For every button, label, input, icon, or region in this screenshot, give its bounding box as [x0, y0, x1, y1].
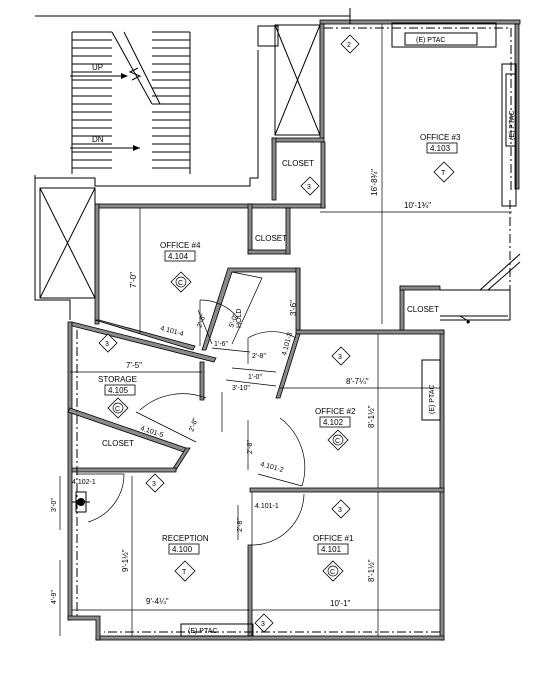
dim-o3-height: 16'-8¾" [370, 169, 379, 196]
dim-2-8e: 2'-8" [237, 518, 244, 532]
svg-text:C: C [178, 280, 183, 287]
tag-diamond-reception: T [174, 560, 196, 582]
tag-diamond-o2-3: 3 [331, 346, 351, 366]
dim-o3-width: 10'-1¾" [404, 201, 431, 210]
office1-number: 4.101 [321, 545, 342, 554]
dim-1-6: 1'-6" [214, 341, 228, 348]
ptac-units: (E) PTAC (E) PTAC (E) PTAC (E) PTAC [180, 22, 517, 637]
dim-1-0: 1'-0" [248, 374, 262, 381]
door-4101-1: 4.101-1 [255, 503, 279, 510]
tag-diamond-top: 2 [340, 34, 360, 54]
dim-3-0: 3'-0" [51, 498, 58, 512]
svg-text:2: 2 [347, 42, 351, 49]
dim-o2-height: 8'-1½" [367, 405, 376, 428]
office1-name: OFFICE #1 [313, 534, 354, 543]
room-labels: OFFICE #3 4.103 OFFICE #4 4.104 STORAGE … [98, 133, 461, 555]
dim-3-10: 3'-10" [232, 385, 250, 392]
ptac-right-mid-label: (E) PTAC [429, 385, 436, 414]
closet-top-label: CLOSET [282, 159, 314, 168]
right-misc [440, 253, 521, 324]
tag-circle-o1: C [322, 560, 344, 582]
dim-2-8d: 2'-8" [247, 440, 254, 454]
svg-text:3: 3 [307, 184, 311, 191]
dim-o2-width: 8'-7¼" [346, 377, 369, 386]
tag-diamond-closet-left: 3 [145, 473, 165, 493]
svg-text:C: C [330, 569, 335, 576]
office4-name: OFFICE #4 [160, 241, 201, 250]
tag-diamond-bottom: 3 [254, 613, 274, 633]
ptac-right-top-label: (E) PTAC [509, 111, 516, 140]
dim-4-9: 4'-9" [51, 590, 58, 604]
doors [76, 299, 306, 546]
stair-up-label: UP [92, 63, 103, 72]
svg-text:3: 3 [105, 341, 109, 348]
ptac-bottom-label: (E) PTAC [188, 628, 217, 635]
dim-o1-height: 8'-1½" [367, 559, 376, 582]
reception-number: 4.100 [172, 545, 193, 554]
svg-text:3: 3 [338, 507, 342, 514]
reception-name: RECEPTION [162, 534, 209, 543]
dimension-text: 16'-8¾" 10'-1¾" 7'-0" 3'-6" 5'-0" 2'-8" … [51, 169, 431, 608]
tag-diamond-o3: T [433, 161, 455, 183]
closet-left-label: CLOSET [102, 439, 134, 448]
door-4101-4: 4.101-4 [159, 325, 184, 338]
office2-name: OFFICE #2 [315, 407, 356, 416]
dim-reception-height: 9'-1½" [121, 549, 130, 572]
svg-text:T: T [441, 170, 446, 177]
tag-diamond-closet: 3 [300, 176, 320, 196]
tag-diamond-o1-3: 3 [331, 499, 351, 519]
dim-2-8a: 2'-8" [196, 313, 208, 329]
closet-right-label: CLOSET [407, 305, 439, 314]
walls [67, 19, 521, 641]
tag-circle-storage: C [107, 397, 129, 419]
dimension-lines [59, 24, 512, 636]
dim-2-8c: 2'-8" [188, 417, 200, 433]
dim-o4-height: 7'-0" [129, 272, 138, 288]
tags: 2 T 3 C 3 C 3 3 [98, 34, 455, 633]
office3-name: OFFICE #3 [420, 133, 461, 142]
dim-2-8b: 2'-8" [252, 353, 266, 360]
dim-o1-width: 10'-1" [330, 599, 351, 608]
tag-circle-o4: C [170, 271, 192, 293]
svg-text:C: C [115, 406, 120, 413]
door-4102-1: 4.102-1 [72, 479, 96, 486]
ptac-top-label: (E) PTAC [416, 37, 445, 44]
tag-diamond-o4-3: 3 [98, 333, 118, 353]
office3-number: 4.103 [430, 144, 451, 153]
storage-name: STORAGE [98, 375, 137, 384]
entry-device [72, 491, 90, 513]
office2-number: 4.102 [323, 418, 344, 427]
svg-text:C: C [335, 438, 340, 445]
boundary-lines [76, 8, 512, 633]
office4-number: 4.104 [168, 252, 189, 261]
tag-circle-o2: C [327, 429, 349, 451]
svg-text:T: T [182, 569, 187, 576]
stair-area: UP DN [34, 15, 350, 320]
dim-storage-width: 7'-5" [126, 361, 142, 370]
door-4101-2: 4.101-2 [259, 461, 284, 474]
storage-number: 4.105 [108, 386, 129, 395]
dim-5-0: 5'-0" [228, 313, 240, 329]
svg-text:3: 3 [152, 481, 156, 488]
hold-label: HOLD [236, 309, 243, 328]
dim-reception-width: 9'-4¼" [146, 597, 169, 606]
svg-text:3: 3 [261, 621, 265, 628]
svg-text:3: 3 [338, 354, 342, 361]
stair-down-label: DN [92, 135, 104, 144]
dim-3-6: 3'-6" [289, 300, 298, 316]
closet-mid-label: CLOSET [255, 234, 287, 243]
